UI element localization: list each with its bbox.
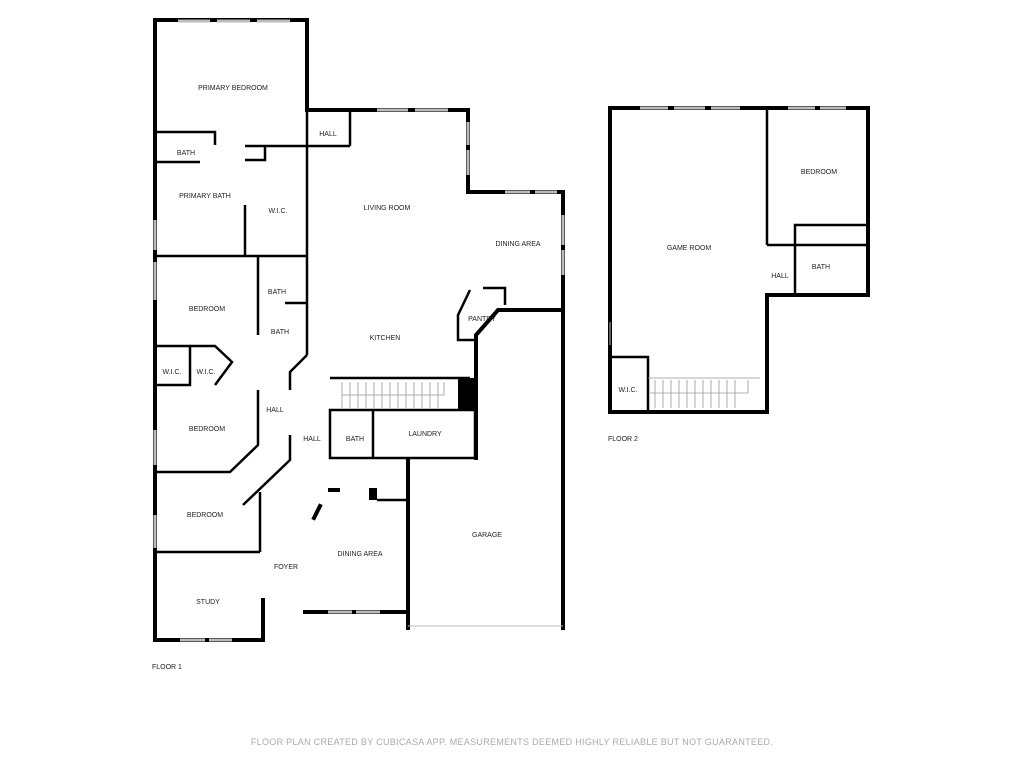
room-label: HALL <box>771 273 789 280</box>
room-label: PANTRY <box>468 316 496 323</box>
disclaimer-footer: FLOOR PLAN CREATED BY CUBICASA APP. MEAS… <box>250 737 774 747</box>
room-label: HALL <box>266 407 284 414</box>
floor-1-walls <box>153 18 565 642</box>
room-label: W.I.C. <box>618 387 637 394</box>
room-label: W.I.C. <box>268 208 287 215</box>
room-label: PRIMARY BATH <box>179 193 231 200</box>
room-label: BATH <box>271 329 289 336</box>
floor-1-stairs <box>341 382 445 408</box>
floor-1-windows <box>153 19 565 642</box>
room-label: BEDROOM <box>189 426 225 433</box>
floor-2-stairs <box>648 377 760 408</box>
room-label: LAUNDRY <box>408 431 442 438</box>
room-label: LIVING ROOM <box>364 205 411 212</box>
room-label: BEDROOM <box>187 512 223 519</box>
floor-1-label: FLOOR 1 <box>152 664 182 671</box>
room-label: DINING AREA <box>495 241 540 248</box>
room-label: KITCHEN <box>370 335 401 342</box>
room-label: GAME ROOM <box>667 245 712 252</box>
floor-2-walls <box>608 106 870 414</box>
room-label: BATH <box>346 436 364 443</box>
floor-2-label: FLOOR 2 <box>608 436 638 443</box>
room-label: STUDY <box>196 599 220 606</box>
room-label: DINING AREA <box>337 551 382 558</box>
room-label: GARAGE <box>472 532 502 539</box>
room-label: BATH <box>268 289 286 296</box>
room-label: BATH <box>177 150 195 157</box>
room-label: PRIMARY BEDROOM <box>198 85 268 92</box>
floor-1-labels: PRIMARY BEDROOM HALL BATH PRIMARY BATH W… <box>152 85 541 671</box>
room-label: W.I.C. <box>196 369 215 376</box>
floor-2-labels: GAME ROOM BEDROOM HALL BATH W.I.C. FLOOR… <box>608 169 837 443</box>
room-label: HALL <box>303 436 321 443</box>
room-label: BEDROOM <box>189 306 225 313</box>
room-label: BATH <box>812 264 830 271</box>
room-label: HALL <box>319 131 337 138</box>
room-label: W.I.C. <box>162 369 181 376</box>
room-label: BEDROOM <box>801 169 837 176</box>
room-label: FOYER <box>274 564 298 571</box>
